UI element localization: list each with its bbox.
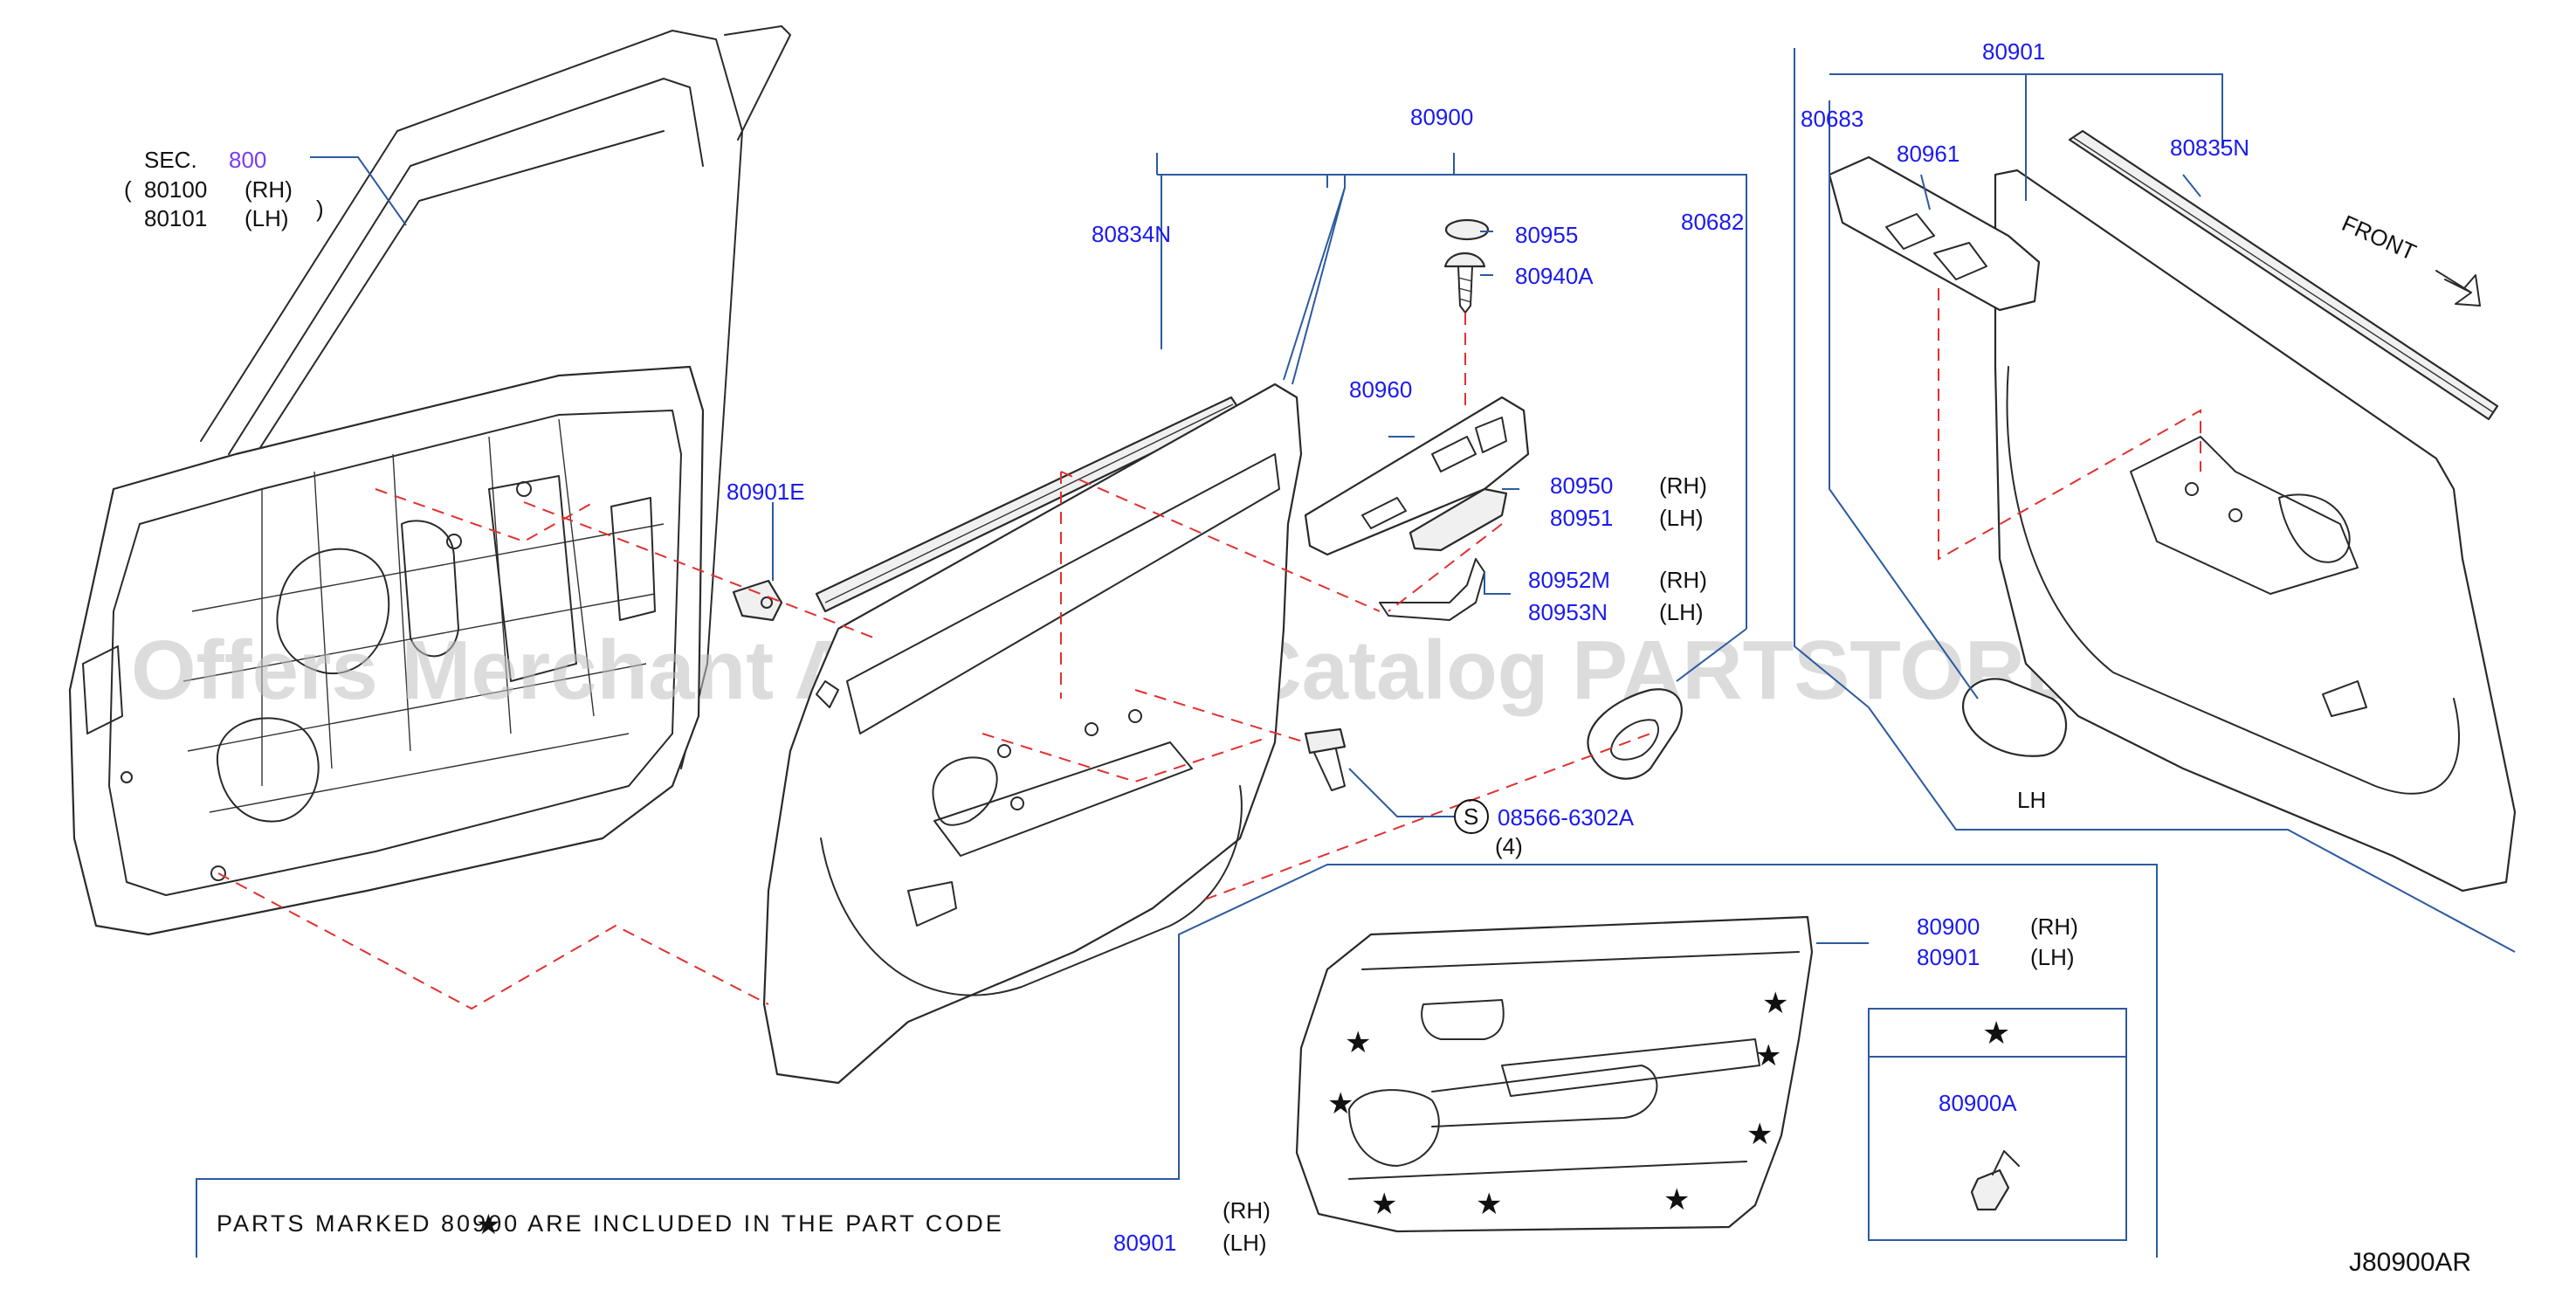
screw-quantity: (4) bbox=[1495, 833, 1523, 859]
part-80682[interactable]: 80682 bbox=[1681, 209, 1744, 235]
inset-part-80901-side: (LH) bbox=[2030, 944, 2075, 970]
clip-position-stars: ★ ★ ★ ★ ★ ★ ★ ★ bbox=[1327, 987, 1788, 1221]
star-marker: ★ bbox=[1762, 987, 1788, 1020]
lh-caption: LH bbox=[2017, 787, 2046, 813]
door-lh-part: 80101 bbox=[144, 205, 207, 231]
part-80953n[interactable]: 80953N bbox=[1528, 599, 1608, 625]
callout-labels: SEC. 800 ( 80100 (RH) 80101 (LH) ) 80900… bbox=[124, 38, 2471, 1277]
star-marker: ★ bbox=[1327, 1087, 1353, 1120]
part-80960[interactable]: 80960 bbox=[1349, 376, 1412, 403]
screw-08566-6302a bbox=[1304, 727, 1347, 791]
screw-symbol: S bbox=[1464, 803, 1478, 830]
part-80900a[interactable]: 80900A bbox=[1939, 1090, 2017, 1116]
pocket-80950 bbox=[1409, 487, 1508, 552]
dashed-alignment-lines bbox=[217, 288, 2201, 1010]
inset-part-80900[interactable]: 80900 bbox=[1917, 913, 1980, 940]
star-marker: ★ bbox=[1746, 1118, 1773, 1151]
door-finisher-rh-drawing bbox=[762, 383, 1303, 1085]
screw-symbol-circle bbox=[1454, 799, 1489, 834]
leader-lines bbox=[196, 48, 2516, 1258]
part-80901[interactable]: 80901 bbox=[1982, 38, 2045, 65]
part-80951[interactable]: 80951 bbox=[1550, 505, 1613, 531]
star-marker: ★ bbox=[1663, 1183, 1690, 1217]
note-rh-side: (RH) bbox=[1223, 1197, 1271, 1224]
door-rh-side: (RH) bbox=[245, 176, 293, 203]
front-label: FRONT bbox=[2338, 210, 2421, 265]
note-part-80901[interactable]: 80901 bbox=[1113, 1230, 1176, 1256]
part-80834n[interactable]: 80834N bbox=[1092, 221, 1171, 247]
door-lh-side: (LH) bbox=[245, 205, 289, 231]
inset-part-80901[interactable]: 80901 bbox=[1917, 944, 1980, 970]
legend-star: ★ bbox=[1982, 1015, 2010, 1051]
part-08566-6302a[interactable]: 08566-6302A bbox=[1498, 804, 1635, 831]
note-star: ★ bbox=[476, 1209, 501, 1240]
inside-handle-80683 bbox=[1962, 678, 2068, 757]
part-80953n-side: (LH) bbox=[1659, 599, 1704, 625]
part-80900[interactable]: 80900 bbox=[1410, 104, 1473, 130]
star-marker: ★ bbox=[1476, 1188, 1502, 1221]
part-80951-side: (LH) bbox=[1659, 505, 1704, 531]
sec-prefix: SEC. bbox=[144, 147, 197, 173]
clip-80900a-icon bbox=[1970, 1168, 2010, 1211]
star-marker: ★ bbox=[1371, 1188, 1397, 1221]
svg-text:(: ( bbox=[124, 176, 132, 203]
part-80901e[interactable]: 80901E bbox=[727, 479, 805, 505]
part-80952m-side: (RH) bbox=[1659, 567, 1707, 593]
note-text: PARTS MARKED 80900 ARE INCLUDED IN THE P… bbox=[217, 1210, 1004, 1237]
inset-finisher-drawing bbox=[1295, 915, 1814, 1233]
front-arrow-icon bbox=[2435, 270, 2481, 307]
screw-80940a bbox=[1443, 252, 1486, 314]
inside-handle-80682 bbox=[1587, 688, 1683, 780]
door-shell-drawing bbox=[68, 25, 791, 936]
cap-80955 bbox=[1444, 218, 1490, 241]
switch-finisher-80960 bbox=[1304, 396, 1530, 556]
star-marker: ★ bbox=[1755, 1039, 1781, 1072]
door-finisher-lh-drawing bbox=[1994, 169, 2517, 893]
part-80955[interactable]: 80955 bbox=[1515, 222, 1578, 248]
part-80950[interactable]: 80950 bbox=[1550, 472, 1613, 499]
switch-finisher-80961 bbox=[1828, 155, 2041, 312]
clip-80901e bbox=[732, 579, 783, 622]
svg-text:): ) bbox=[316, 196, 324, 222]
inset-part-80900-side: (RH) bbox=[2030, 913, 2078, 940]
sec-number-link[interactable]: 800 bbox=[229, 147, 266, 173]
part-80952m[interactable]: 80952M bbox=[1528, 567, 1610, 593]
star-marker: ★ bbox=[1345, 1026, 1371, 1059]
part-80961[interactable]: 80961 bbox=[1897, 141, 1960, 167]
clip-legend-box: ★ bbox=[1868, 1008, 2127, 1241]
door-rh-part: 80100 bbox=[144, 176, 207, 203]
bracket-80952m bbox=[1379, 558, 1485, 621]
part-80683[interactable]: 80683 bbox=[1801, 106, 1863, 132]
part-80835n[interactable]: 80835N bbox=[2170, 134, 2249, 161]
part-80940a[interactable]: 80940A bbox=[1515, 263, 1594, 289]
diagram-code: J80900AR bbox=[2349, 1248, 2471, 1277]
seal-80835n bbox=[2068, 129, 2499, 421]
note-lh-side: (LH) bbox=[1223, 1230, 1267, 1256]
part-80950-side: (RH) bbox=[1659, 472, 1707, 499]
